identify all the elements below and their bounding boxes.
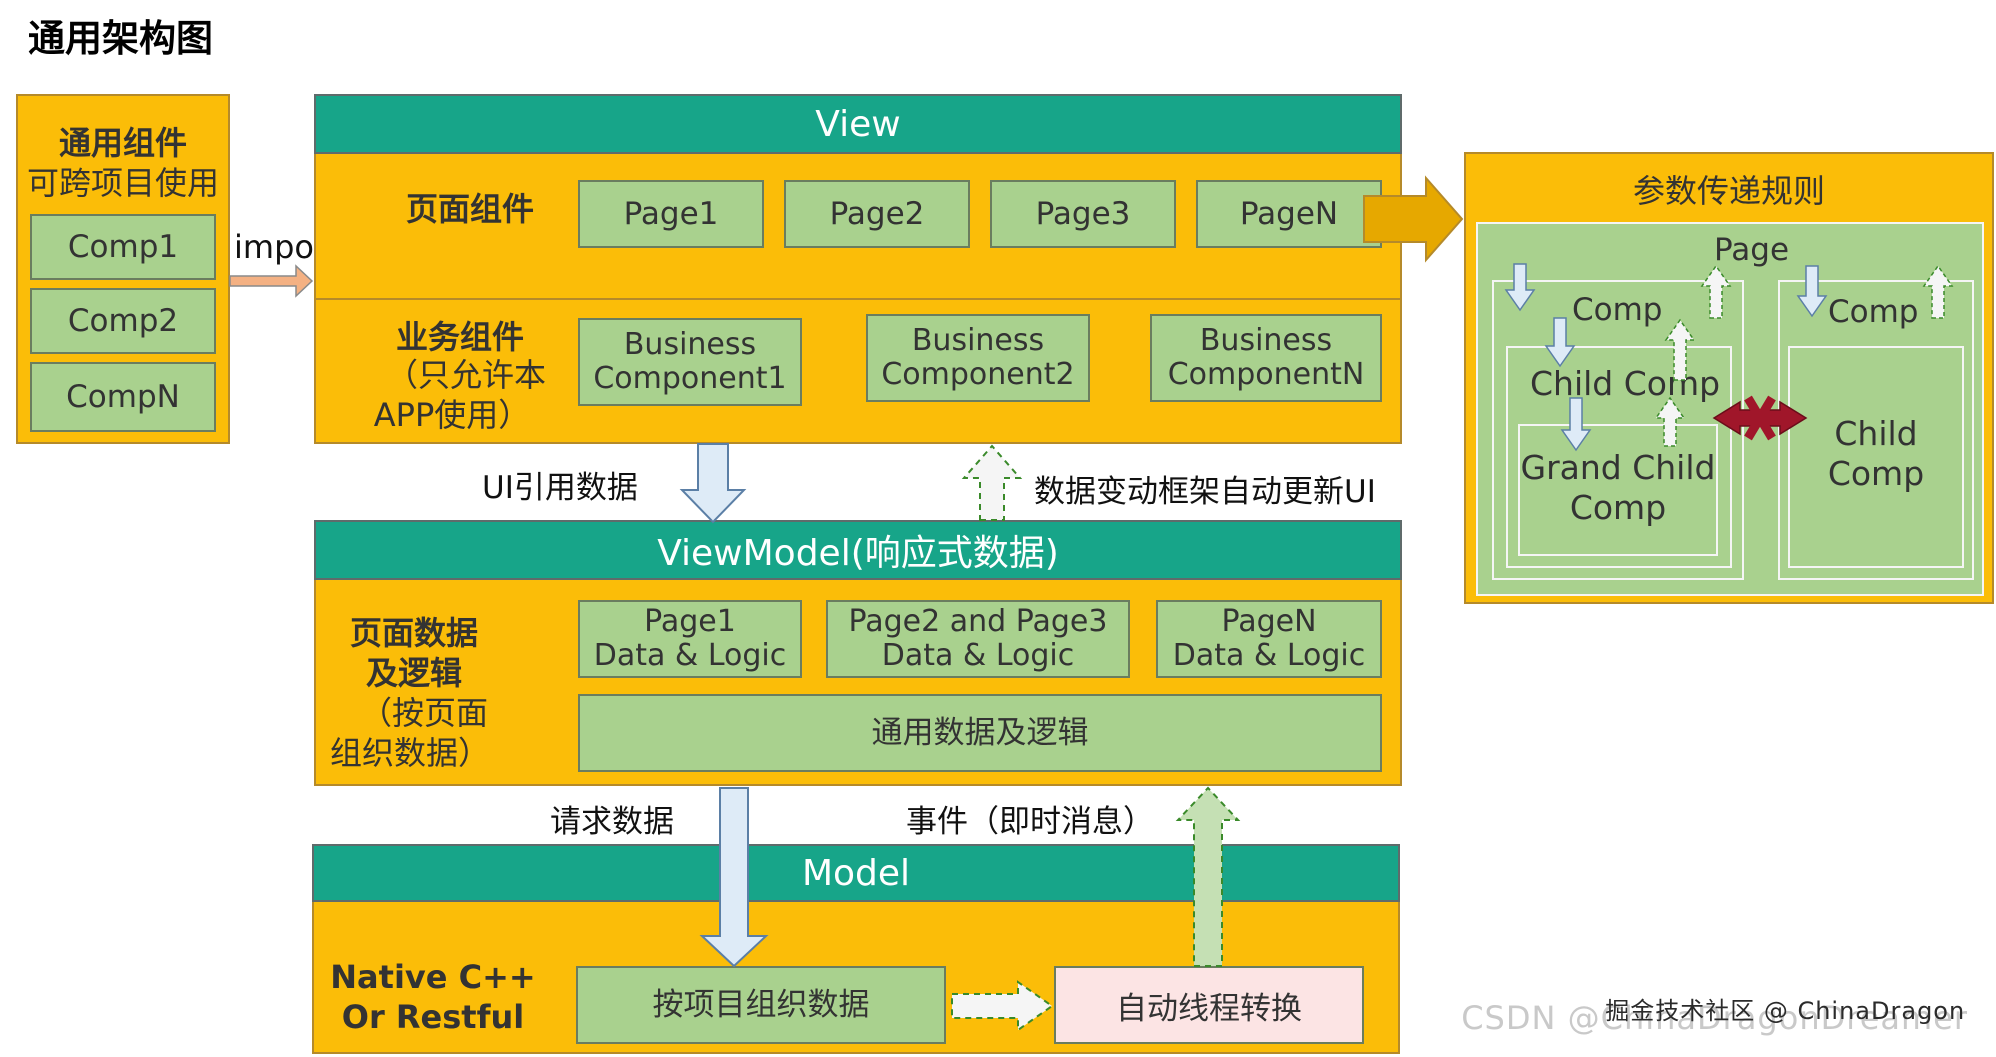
page-box-3: Page3 xyxy=(990,180,1176,248)
child-comp-container xyxy=(1506,346,1732,568)
data-logic-l2: Data & Logic xyxy=(881,638,1075,673)
param-flow-arrow xyxy=(1363,175,1464,263)
param-down-arrow-3 xyxy=(1560,397,1592,452)
business-label-l2: Component2 xyxy=(881,357,1075,392)
comp-label: CompN xyxy=(66,378,180,415)
param-up-arrow-4 xyxy=(1922,264,1954,319)
child-comp-right-label-2: Comp xyxy=(1827,454,1925,493)
business-components-sub2: APP使用） xyxy=(373,396,531,434)
page-label: Page1 xyxy=(623,195,719,232)
data-logic-l1: Page2 and Page3 xyxy=(848,604,1108,640)
param-down-arrow-1 xyxy=(1504,263,1536,312)
thread-switch-label: 自动线程转换 xyxy=(1116,990,1302,1027)
organize-data-label: 按项目组织数据 xyxy=(652,986,870,1023)
business-components-title: 业务组件 xyxy=(395,318,524,356)
param-up-arrow-3 xyxy=(1654,396,1686,447)
data-logic-l1: PageN xyxy=(1221,604,1317,640)
business-label-l1: Business xyxy=(911,323,1045,359)
page-data-title-1: 页面数据 xyxy=(349,614,478,652)
comp-label: Comp2 xyxy=(67,302,179,339)
ui-reference-arrow xyxy=(679,443,747,524)
page-data-sub-1: （按页面 xyxy=(359,694,488,732)
page-label: PageN xyxy=(1239,195,1339,232)
grand-child-container xyxy=(1518,424,1718,556)
page-box-2: Page2 xyxy=(784,180,970,248)
comp-box-n: CompN xyxy=(30,362,216,432)
param-down-arrow-2 xyxy=(1544,317,1576,368)
viewmodel-header: ViewModel(响应式数据) xyxy=(314,520,1402,580)
business-label-l1: Business xyxy=(623,327,757,363)
business-label-l2: Component1 xyxy=(593,361,787,396)
page-box-n: PageN xyxy=(1196,180,1382,248)
request-data-arrow xyxy=(699,787,769,968)
watermark-text: CSDN @ChinaDragonDreamer xyxy=(1461,999,1968,1037)
param-up-arrow-2 xyxy=(1664,318,1696,381)
data-logic-l2: Data & Logic xyxy=(593,638,787,673)
comp-label: Comp1 xyxy=(67,228,179,265)
event-label: 事件（即时消息） xyxy=(906,804,1154,840)
business-components-sub1: （只允许本 xyxy=(385,356,546,394)
watermark: CSDN @ChinaDragonDreamer 掘金技术社区 @ ChinaD… xyxy=(1461,997,1968,1037)
page-components-title: 页面组件 xyxy=(405,190,534,228)
organize-data-box: 按项目组织数据 xyxy=(576,966,946,1044)
common-data-logic-label: 通用数据及逻辑 xyxy=(871,714,1089,751)
business-label-l2: ComponentN xyxy=(1167,357,1365,392)
param-down-arrow-4 xyxy=(1796,265,1828,318)
comp-left-container xyxy=(1492,280,1744,580)
business-label-l1: Business xyxy=(1199,323,1333,359)
data-logic-l2: Data & Logic xyxy=(1172,638,1366,673)
page-title: 通用架构图 xyxy=(28,17,213,60)
grand-child-label-1: Grand Child xyxy=(1520,448,1716,487)
view-header: View xyxy=(314,94,1402,154)
request-data-label: 请求数据 xyxy=(550,804,674,840)
ui-reference-label: UI引用数据 xyxy=(482,470,638,506)
common-components-title: 通用组件 xyxy=(58,124,187,162)
thread-switch-arrow xyxy=(951,980,1054,1032)
common-components-subtitle: 可跨项目使用 xyxy=(26,164,219,202)
grand-child-label-2: Comp xyxy=(1569,488,1667,527)
data-logic-l1: Page1 xyxy=(644,604,736,640)
comp-right-container xyxy=(1778,280,1974,580)
child-comp-right-label-1: Child xyxy=(1834,414,1918,453)
watermark-overlay-text: 掘金技术社区 @ ChinaDragon xyxy=(1605,997,1966,1025)
import-arrow xyxy=(229,264,314,298)
auto-update-label: 数据变动框架自动更新UI xyxy=(1034,474,1376,510)
child-comp-right-container xyxy=(1788,346,1964,568)
thread-switch-box: 自动线程转换 xyxy=(1054,966,1364,1044)
comp-box-2: Comp2 xyxy=(30,288,216,354)
page-label: Page xyxy=(1714,232,1790,268)
param-rules-title: 参数传递规则 xyxy=(1632,172,1825,210)
comp-right-label: Comp xyxy=(1828,294,1919,330)
common-data-logic-box: 通用数据及逻辑 xyxy=(578,694,1382,772)
auto-update-arrow xyxy=(961,444,1023,521)
child-comp-label: Child Comp xyxy=(1530,364,1721,403)
page-box-1: Page1 xyxy=(578,180,764,248)
native-cpp-label: Native C++ xyxy=(330,958,536,996)
page-label: Page3 xyxy=(1035,195,1131,232)
page-data-sub-2: 组织数据） xyxy=(329,734,490,772)
page-label: Page2 xyxy=(829,195,925,232)
event-arrow xyxy=(1175,786,1241,967)
view-divider xyxy=(316,298,1400,300)
restful-label: Or Restful xyxy=(341,998,525,1036)
param-up-arrow-1 xyxy=(1700,264,1732,319)
forbidden-sibling-arrow xyxy=(1712,395,1808,441)
page-data-title-2: 及逻辑 xyxy=(365,654,462,692)
comp-box-1: Comp1 xyxy=(30,214,216,280)
comp-left-label: Comp xyxy=(1572,292,1663,328)
